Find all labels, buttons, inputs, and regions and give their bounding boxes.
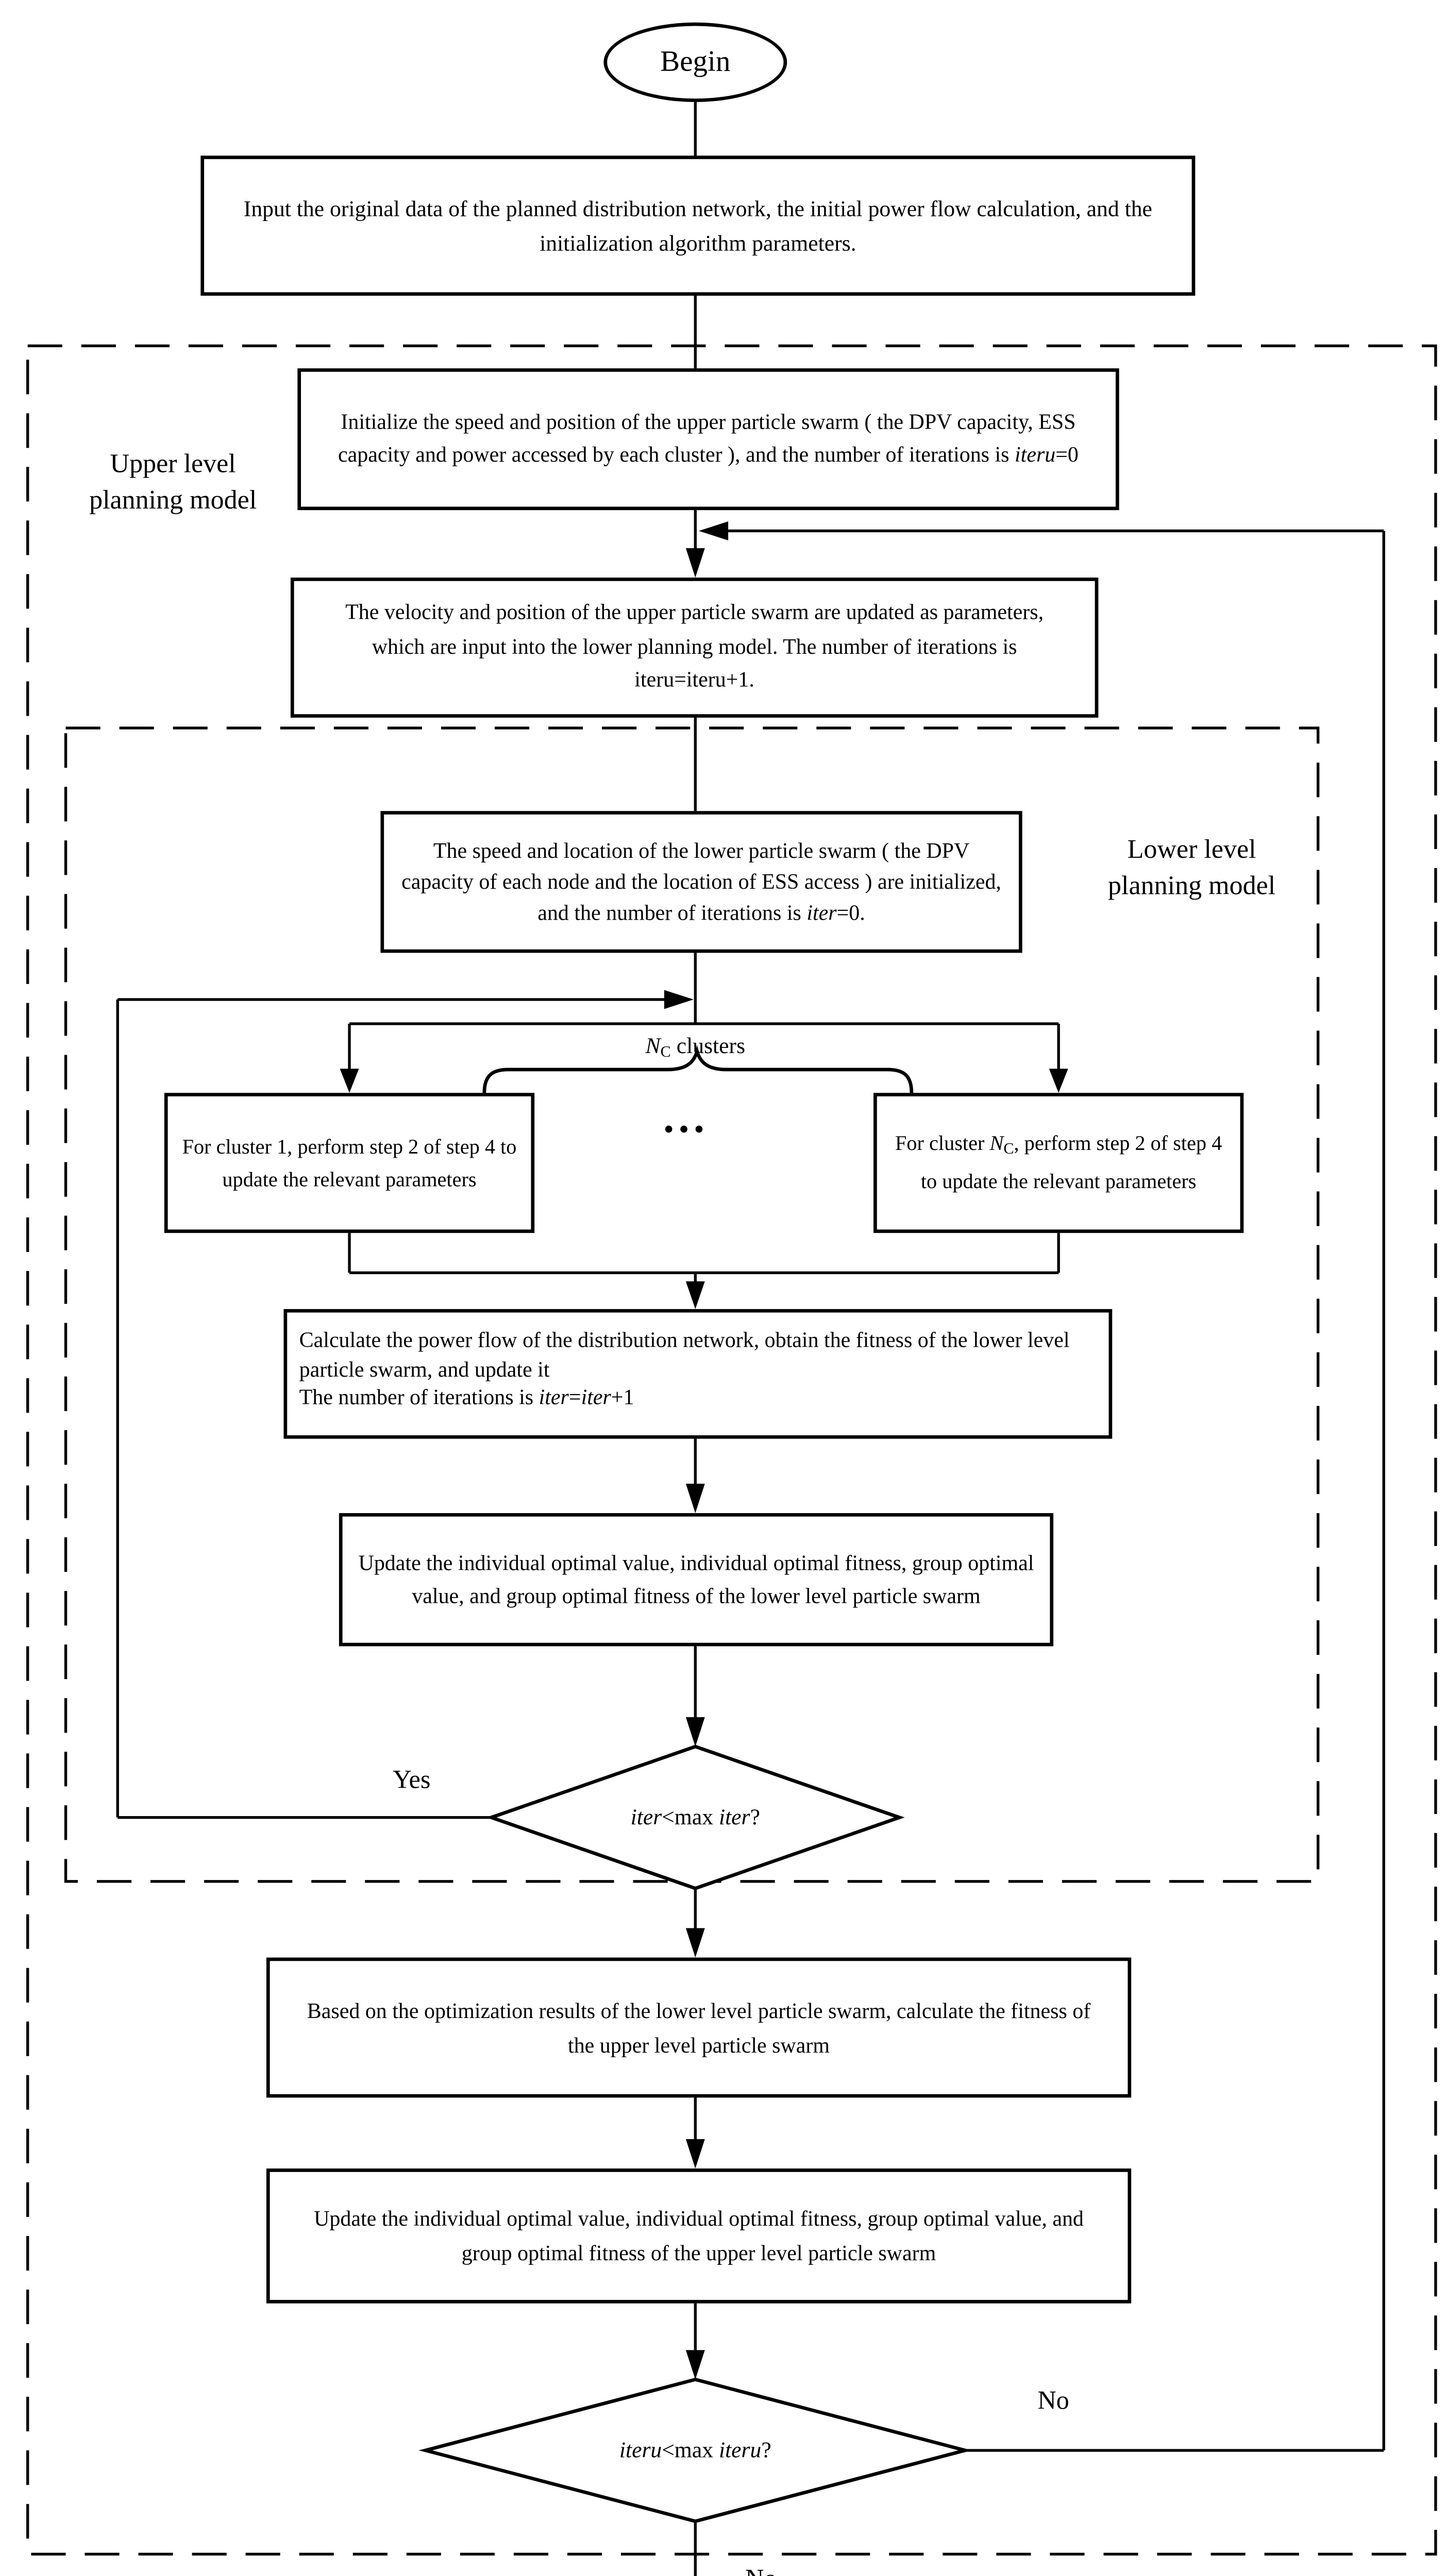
iter-yes-label: Yes	[393, 1767, 431, 1795]
initialize-upper-swarm-text: Initialize the speed and position of the…	[338, 409, 1079, 467]
update-lower-optima-box: Update the individual optimal value, ind…	[339, 1513, 1054, 1647]
begin-label: Begin	[660, 45, 731, 78]
iter-decision-label: iter<max iter?	[630, 1803, 760, 1830]
cluster1-update-box: For cluster 1, perform step 2 of step 4 …	[164, 1093, 535, 1233]
arrow-into-calc-box	[685, 1281, 705, 1309]
arrow-into-iteru-decision	[685, 2350, 705, 2380]
nc-clusters-label: NC clusters	[645, 1031, 746, 1059]
upper-level-dashed-border	[26, 344, 1437, 2556]
input-data-text: Input the original data of the planned d…	[243, 194, 1152, 256]
arrow-loop-merge-right	[664, 990, 694, 1009]
arrow-into-based-box	[685, 1928, 705, 1958]
arrow-into-velocity-box	[685, 548, 705, 578]
arrow-into-iter-decision	[685, 1717, 705, 1747]
arrow-into-cluster1-box	[340, 1069, 359, 1093]
arrowhead-group	[340, 521, 1068, 2380]
lower-level-model-label: Lower level planning model	[1108, 835, 1276, 901]
arrow-feedback-merge-left	[699, 521, 729, 540]
clusterN-update-box: For cluster NC, perform step 2 of step 4…	[873, 1093, 1244, 1233]
calc-upper-fitness-text: Based on the optimization results of the…	[307, 1998, 1091, 2057]
begin-terminator: Begin	[603, 22, 787, 103]
update-upper-optima-text: Update the individual optimal value, ind…	[314, 2206, 1084, 2266]
iteru-decision-label: iteru<max iteru?	[619, 2436, 771, 2463]
initialize-upper-swarm-box: Initialize the speed and position of the…	[297, 368, 1119, 511]
update-upper-optima-box: Update the individual optimal value, ind…	[266, 2168, 1132, 2303]
iter-decision-diamond	[486, 1744, 905, 1890]
upper-level-model-label: Upper level planning model	[89, 449, 257, 516]
velocity-update-box: The velocity and position of the upper p…	[290, 578, 1099, 718]
calc-upper-fitness-box: Based on the optimization results of the…	[266, 1957, 1132, 2098]
cluster1-update-text: For cluster 1, perform step 2 of step 4 …	[182, 1133, 517, 1191]
iteru-no-right-label: No	[1037, 2388, 1069, 2416]
calc-power-flow-text: Calculate the power flow of the distribu…	[299, 1328, 1070, 1410]
update-lower-optima-text: Update the individual optimal value, ind…	[358, 1550, 1034, 1607]
clusterN-update-text: For cluster NC, perform step 2 of step 4…	[895, 1131, 1222, 1193]
arrow-into-update-upper-box	[685, 2139, 705, 2169]
arrow-into-update-lower-box	[685, 1483, 705, 1513]
initialize-lower-swarm-text: The speed and location of the lower part…	[401, 838, 1001, 925]
iteru-no-bottom-label: No	[719, 2566, 802, 2576]
iteru-decision-diamond	[418, 2378, 972, 2523]
clusters-brace	[482, 1045, 914, 1095]
calc-power-flow-box: Calculate the power flow of the distribu…	[283, 1309, 1113, 1439]
clusters-ellipsis: •••	[664, 1117, 710, 1145]
velocity-update-text: The velocity and position of the upper p…	[345, 600, 1044, 692]
arrow-into-clusterN-box	[1049, 1069, 1068, 1093]
initialize-lower-swarm-box: The speed and location of the lower part…	[380, 811, 1022, 953]
input-data-box: Input the original data of the planned d…	[200, 156, 1196, 296]
